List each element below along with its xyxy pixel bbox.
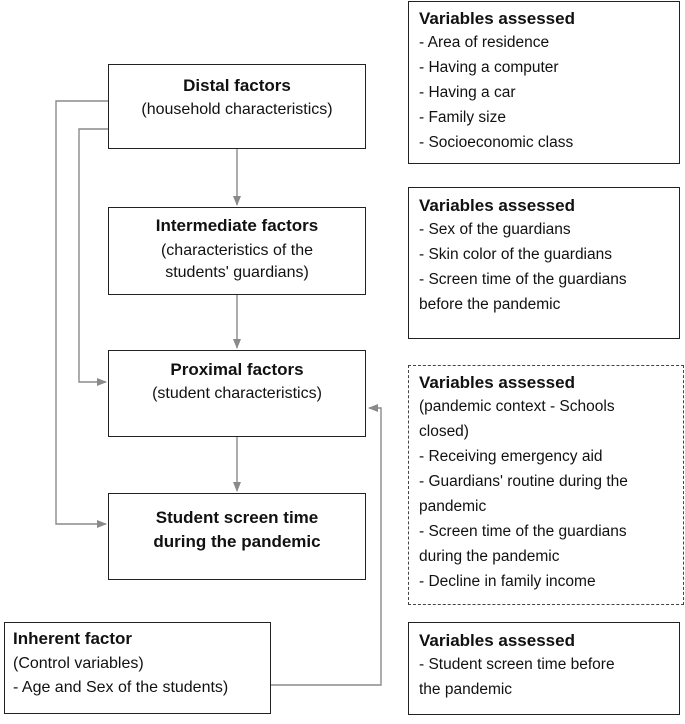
- variable-item: - Screen time of the guardians: [419, 271, 627, 288]
- variable-item: the pandemic: [419, 681, 513, 698]
- variables-intermediate-title: Variables assessed: [419, 196, 575, 215]
- intermediate-factors-title: Intermediate factors: [155, 216, 319, 235]
- variables-inherent-box: Variables assessed - Student screen time…: [408, 622, 680, 715]
- distal-factors-title: Distal factors: [183, 76, 291, 95]
- intermediate-factors-subtitle-line2: students' guardians): [165, 264, 309, 281]
- variables-proximal-note-line2: closed): [419, 423, 469, 440]
- variable-item: pandemic: [419, 498, 487, 515]
- outcome-line1: Student screen time: [155, 508, 319, 527]
- proximal-factors-title: Proximal factors: [170, 360, 304, 379]
- variables-inherent-title: Variables assessed: [419, 631, 575, 650]
- variable-item: - Student screen time before: [419, 656, 615, 673]
- variables-distal-box: Variables assessed - Area of residence -…: [408, 1, 680, 164]
- inherent-factor-box: Inherent factor (Control variables) - Ag…: [4, 622, 271, 714]
- variables-distal-title: Variables assessed: [419, 9, 575, 28]
- variable-item: - Family size: [419, 109, 506, 126]
- variable-item: - Having a car: [419, 84, 516, 101]
- distal-factors-subtitle: (household characteristics): [141, 101, 333, 118]
- inherent-factor-line1: (Control variables): [13, 655, 144, 672]
- variable-item: - Sex of the guardians: [419, 221, 571, 238]
- variable-item: before the pandemic: [419, 296, 561, 313]
- arrow-inherent-to-proximal: [271, 404, 382, 686]
- variable-item: - Socioeconomic class: [419, 134, 574, 151]
- variable-item: - Decline in family income: [419, 573, 596, 590]
- outcome-box: Student screen time during the pandemic: [108, 493, 366, 580]
- variable-item: - Guardians' routine during the: [419, 473, 628, 490]
- inherent-factor-title: Inherent factor: [13, 629, 133, 648]
- arrow-distal-to-proximal: [78, 128, 108, 386]
- distal-factors-box: Distal factors (household characteristic…: [108, 64, 366, 149]
- variable-item: during the pandemic: [419, 548, 560, 565]
- variables-proximal-note-line1: (pandemic context - Schools: [419, 398, 615, 415]
- proximal-factors-subtitle: (student characteristics): [152, 385, 322, 402]
- outcome-line2: during the pandemic: [153, 532, 321, 551]
- inherent-factor-line2: - Age and Sex of the students): [13, 679, 229, 696]
- intermediate-factors-box: Intermediate factors (characteristics of…: [108, 207, 366, 295]
- variables-intermediate-box: Variables assessed - Sex of the guardian…: [408, 187, 680, 339]
- variables-proximal-title: Variables assessed: [419, 373, 575, 392]
- intermediate-factors-subtitle-line1: (characteristics of the: [160, 242, 314, 259]
- proximal-factors-box: Proximal factors (student characteristic…: [108, 350, 366, 437]
- arrow-distal-to-outcome: [55, 100, 108, 528]
- variable-item: - Area of residence: [419, 34, 550, 51]
- variables-proximal-box: Variables assessed (pandemic context - S…: [408, 365, 684, 605]
- variable-item: - Having a computer: [419, 59, 559, 76]
- variable-item: - Screen time of the guardians: [419, 523, 627, 540]
- variable-item: - Skin color of the guardians: [419, 246, 612, 263]
- variable-item: - Receiving emergency aid: [419, 448, 603, 465]
